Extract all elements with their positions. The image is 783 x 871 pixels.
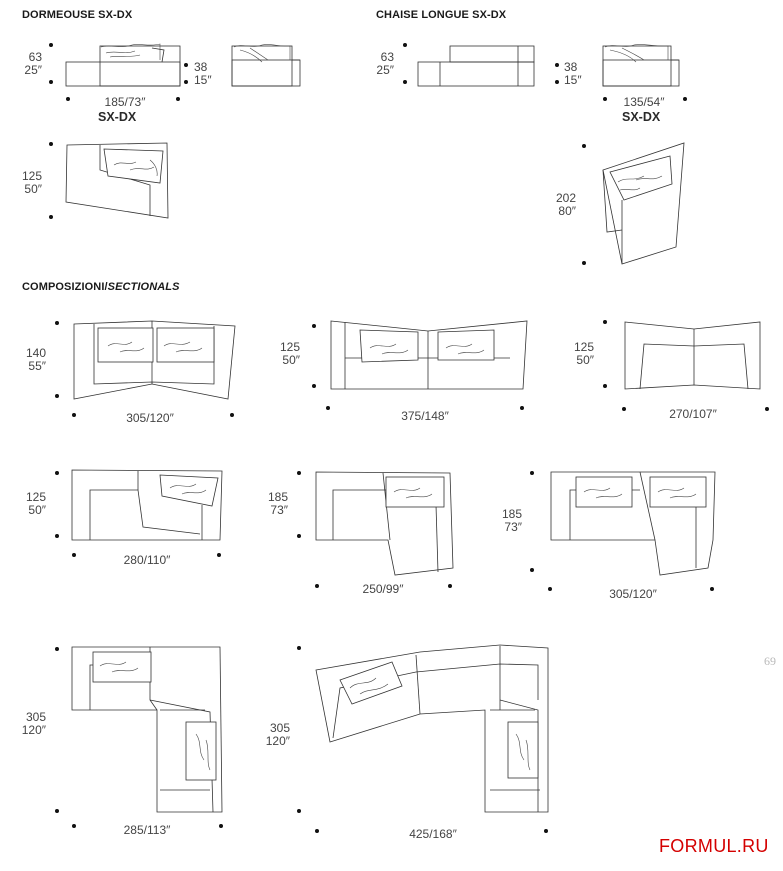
dimension-dot xyxy=(176,97,180,101)
dimension-dot xyxy=(403,43,407,47)
dimension-dot xyxy=(603,97,607,101)
dimension-dot xyxy=(312,324,316,328)
dimension-dot xyxy=(55,321,59,325)
chaise-longue-heading: CHAISE LONGUE SX-DX xyxy=(376,9,507,21)
dimension-dot xyxy=(530,471,534,475)
dimension-dot xyxy=(219,824,223,828)
dimension-dot xyxy=(603,320,607,324)
dimension-dot xyxy=(710,587,714,591)
dimension-dot xyxy=(217,553,221,557)
dimension-dot xyxy=(72,413,76,417)
sectional-6-width-label: 305/120″ xyxy=(609,587,657,601)
dimension-dot xyxy=(55,534,59,538)
dimension-dot xyxy=(603,384,607,388)
dimension-dot xyxy=(49,142,53,146)
sectional-7-width-label: 285/113″ xyxy=(123,823,171,837)
dimension-dot xyxy=(765,407,769,411)
sectional-2-width-label: 375/148″ xyxy=(401,409,449,423)
sectional-1-width-label: 305/120″ xyxy=(126,411,174,425)
dimension-dot xyxy=(55,809,59,813)
dimension-dot xyxy=(582,144,586,148)
chaise-variant-label: SX-DX xyxy=(622,110,661,124)
sectional-8-width-label: 425/168″ xyxy=(409,827,457,841)
dimension-dot xyxy=(49,80,53,84)
dimension-dot xyxy=(297,646,301,650)
chaise-width-label: 135/54″ xyxy=(623,95,665,109)
dormeuse-width-label: 185/73″ xyxy=(104,95,146,109)
dimension-dot xyxy=(555,63,559,67)
dimension-dot xyxy=(49,43,53,47)
dormeuse-heading: DORMEOUSE SX-DX xyxy=(22,9,133,21)
page-number: 69 xyxy=(764,654,776,668)
dimension-dot xyxy=(555,80,559,84)
dimension-dot xyxy=(184,63,188,67)
dimension-dot xyxy=(326,406,330,410)
sectional-3-width-label: 270/107″ xyxy=(669,407,717,421)
dimension-dot xyxy=(49,215,53,219)
dimension-dot xyxy=(230,413,234,417)
sectionals-heading: COMPOSIZIONI/SECTIONALS xyxy=(22,281,180,293)
dimension-dot xyxy=(297,471,301,475)
dimension-dot xyxy=(582,261,586,265)
dimension-dot xyxy=(55,471,59,475)
dimension-dot xyxy=(683,97,687,101)
dimension-dot xyxy=(548,587,552,591)
dimension-dot xyxy=(72,553,76,557)
dimension-dot xyxy=(448,584,452,588)
dimension-dot xyxy=(312,384,316,388)
dimension-dot xyxy=(544,829,548,833)
dimension-dot xyxy=(530,568,534,572)
dimension-dot xyxy=(55,647,59,651)
dimension-dot xyxy=(520,406,524,410)
dimension-dot xyxy=(184,80,188,84)
sectional-5-width-label: 250/99″ xyxy=(362,582,404,596)
dimension-dot xyxy=(66,97,70,101)
sectional-4-width-label: 280/110″ xyxy=(123,553,171,567)
dormeuse-variant-label: SX-DX xyxy=(98,110,137,124)
dimension-dot xyxy=(315,829,319,833)
dimension-dot xyxy=(315,584,319,588)
dimension-dot xyxy=(297,809,301,813)
dimension-dot xyxy=(403,80,407,84)
dimension-dot xyxy=(297,534,301,538)
dimension-dot xyxy=(622,407,626,411)
dimension-dot xyxy=(72,824,76,828)
dimension-dot xyxy=(55,394,59,398)
watermark: FORMUL.RU xyxy=(659,836,769,856)
